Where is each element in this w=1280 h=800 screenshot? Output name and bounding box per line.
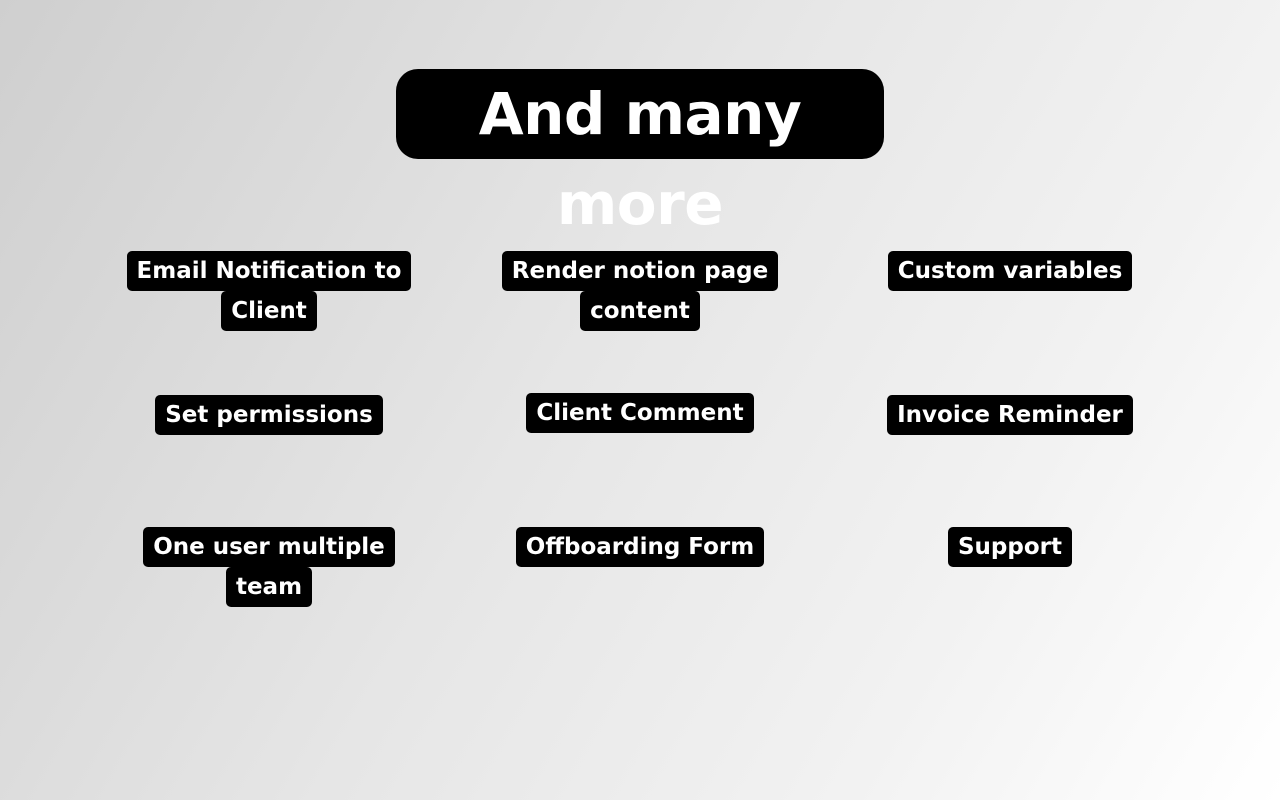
feature-label-line: Client xyxy=(221,291,317,331)
feature-label-line: Offboarding Form xyxy=(515,527,765,567)
feature-label-line: Invoice Reminder xyxy=(887,395,1133,435)
feature-label-line: Render notion page xyxy=(501,251,779,291)
feature-label-line: Custom variables xyxy=(887,251,1133,291)
page-title: And many more xyxy=(396,69,884,238)
feature-render-notion-page: Render notion page content xyxy=(460,251,820,331)
feature-client-comment: Client Comment xyxy=(460,393,820,433)
feature-email-notification: Email Notification to Client xyxy=(89,251,449,331)
feature-label-line: content xyxy=(580,291,700,331)
feature-invoice-reminder: Invoice Reminder xyxy=(830,395,1190,435)
feature-label-line: Client Comment xyxy=(526,393,754,433)
feature-support: Support xyxy=(830,527,1190,567)
feature-label-line: team xyxy=(225,567,313,607)
feature-label-line: Set permissions xyxy=(155,395,383,435)
feature-set-permissions: Set permissions xyxy=(89,395,449,435)
feature-label-line: Support xyxy=(947,527,1072,567)
feature-label-line: Email Notification to xyxy=(126,251,412,291)
feature-label-line: One user multiple xyxy=(143,527,395,567)
feature-custom-variables: Custom variables xyxy=(830,251,1190,291)
feature-one-user-multiple-team: One user multiple team xyxy=(89,527,449,607)
feature-offboarding-form: Offboarding Form xyxy=(460,527,820,567)
